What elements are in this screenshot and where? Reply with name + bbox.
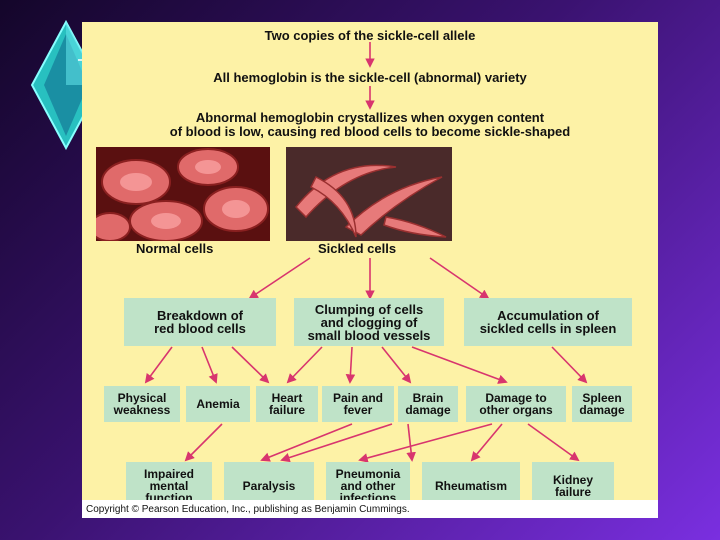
effect-box: Spleen damage	[572, 386, 632, 422]
caption-band	[82, 500, 658, 518]
crystallize-statement-2: of blood is low, causing red blood cells…	[169, 124, 571, 139]
effect-box: Accumulation of sickled cells in spleen	[464, 298, 632, 346]
allele-statement: Two copies of the sickle-cell allele	[264, 28, 476, 43]
effect-box: Damage to other organs	[466, 386, 566, 422]
effect-box: Heart failure	[256, 386, 318, 422]
sickled-cells-photo	[286, 147, 452, 241]
effect-box: Breakdown of red blood cells	[124, 298, 276, 346]
effect-box: Pain and fever	[322, 386, 394, 422]
normal-cells-photo	[96, 147, 270, 241]
normal-cells-label: Normal cells	[136, 241, 214, 256]
effect-box: Clumping of cells and clogging of small …	[294, 298, 444, 346]
hemoglobin-statement: All hemoglobin is the sickle-cell (abnor…	[213, 70, 527, 85]
crystallize-statement-1: Abnormal hemoglobin crystallizes when ox…	[195, 110, 545, 125]
sickle-cell-diagram: Two copies of the sickle-cell allele All…	[82, 22, 658, 518]
effect-box: Physical weakness	[104, 386, 180, 422]
sickled-cells-label: Sickled cells	[318, 241, 397, 256]
effect-box: Anemia	[186, 386, 250, 422]
connector-arrows	[144, 42, 588, 463]
copyright-notice: Copyright © Pearson Education, Inc., pub…	[86, 504, 410, 515]
effect-box: Brain damage	[398, 386, 458, 422]
